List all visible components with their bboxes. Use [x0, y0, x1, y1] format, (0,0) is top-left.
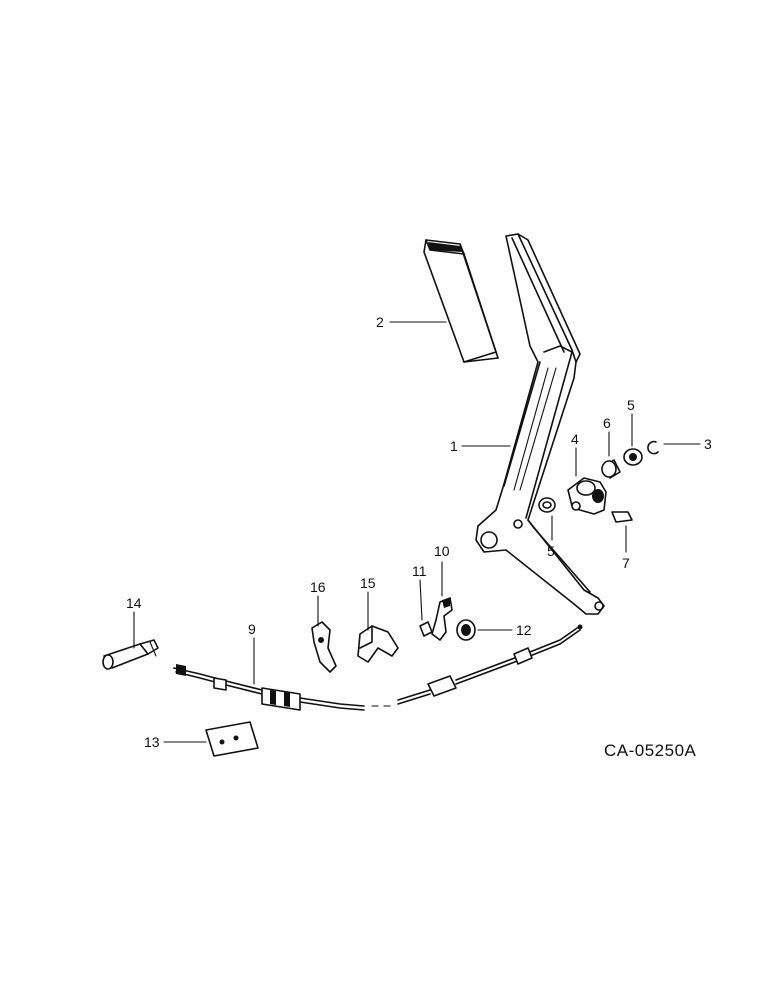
- grommet: [456, 619, 476, 641]
- bushing-lower: [538, 497, 556, 513]
- callout-9: 9: [248, 621, 256, 637]
- callout-2: 2: [376, 314, 384, 330]
- leader-lines: [133, 321, 701, 743]
- pedal-lever: [475, 233, 605, 615]
- callout-labels: 1 2 3 4 5 5 6 7 9 10 11 12 13 14 15 16: [126, 314, 712, 750]
- callout-3: 3: [704, 436, 712, 452]
- cable-bracket-16: [311, 621, 337, 673]
- drawing-code: CA-05250A: [604, 741, 697, 760]
- callout-11: 11: [412, 563, 427, 579]
- callout-6: 6: [603, 415, 611, 431]
- snap-ring: [647, 440, 659, 455]
- callout-13: 13: [144, 734, 160, 750]
- callout-14: 14: [126, 595, 142, 611]
- callout-5-upper: 5: [627, 397, 635, 413]
- callout-12: 12: [516, 622, 532, 638]
- callout-7: 7: [622, 555, 630, 571]
- callout-5-lower: 5: [547, 543, 555, 559]
- cable-bracket-15: [357, 625, 399, 663]
- bushing-upper: [623, 448, 643, 466]
- pivot-block: [567, 477, 607, 515]
- callout-15: 15: [360, 575, 376, 591]
- key-plate: [611, 511, 633, 523]
- pin-sleeve: [102, 639, 159, 670]
- pedal-pad: [423, 239, 499, 363]
- callout-4: 4: [571, 431, 579, 447]
- callout-16: 16: [310, 579, 326, 595]
- cable-clip-11: [419, 621, 433, 637]
- callout-10: 10: [434, 543, 450, 559]
- throttle-cable: [173, 624, 583, 711]
- cable-bracket-10: [431, 597, 453, 641]
- callout-1: 1: [450, 438, 458, 454]
- mounting-plate: [205, 721, 259, 757]
- spacer-sleeve: [601, 459, 621, 479]
